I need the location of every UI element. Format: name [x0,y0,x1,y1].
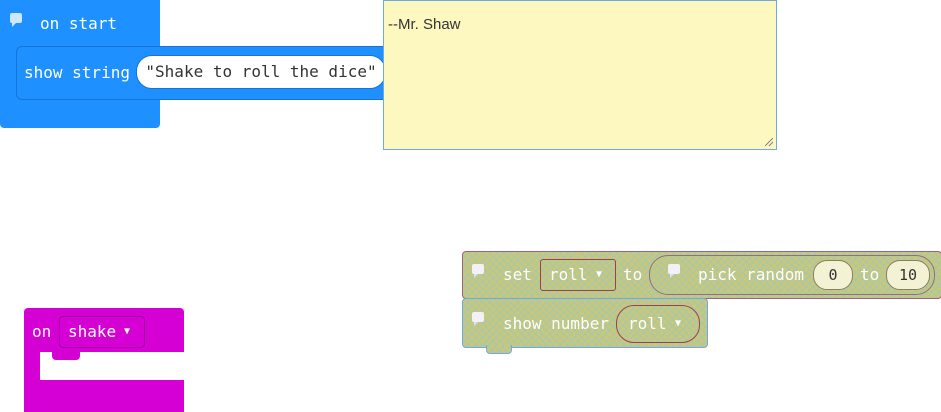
resize-grip-icon[interactable] [765,138,773,146]
chevron-down-icon: ▼ [675,318,682,329]
comment-icon[interactable] [10,13,22,27]
show-string-label: show string [24,63,130,82]
set-label: set [503,265,532,284]
random-min-input[interactable]: 0 [813,260,853,290]
string-value-input[interactable]: "Shake to roll the dice" [136,55,386,89]
on-start-label: on start [40,14,118,33]
chevron-down-icon: ▼ [596,269,603,280]
show-number-label: show number [503,314,609,333]
comment-icon[interactable] [472,264,484,278]
comment-note[interactable] [383,0,777,150]
pick-random-label: pick random [698,265,804,284]
gesture-value: shake [68,322,117,341]
block-notch [486,345,512,354]
random-max-input[interactable]: 10 [886,260,930,290]
variable-name: roll [628,314,667,333]
comment-icon[interactable] [472,312,484,326]
to-label: to [860,265,880,284]
to-label: to [623,265,643,284]
block-notch [30,93,54,100]
block-notch [52,352,80,360]
variable-reporter[interactable] [616,305,700,343]
chevron-down-icon: ▼ [124,326,131,337]
comment-text[interactable]: --Mr. Shaw [388,16,461,33]
variable-name: roll [549,265,588,284]
gesture-dropdown[interactable] [59,316,145,348]
on-shake-label: on [32,322,52,341]
comment-icon[interactable] [668,264,680,278]
variable-dropdown[interactable] [540,259,616,291]
